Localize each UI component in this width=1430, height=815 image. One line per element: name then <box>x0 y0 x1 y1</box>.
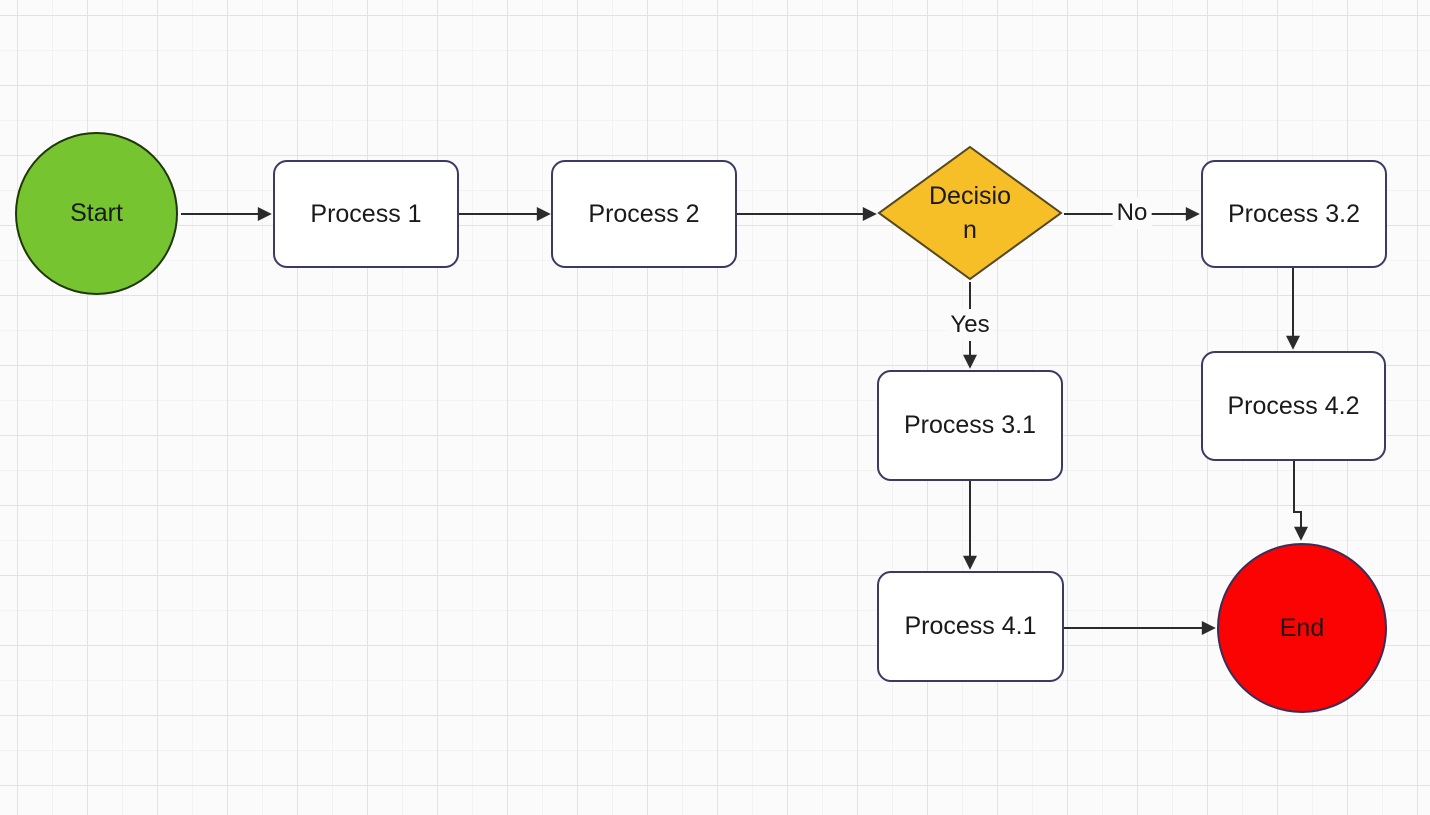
node-decision-label-line1: Decisio <box>929 182 1011 210</box>
node-end-label: End <box>1279 613 1325 642</box>
node-decision-label: Decisio n <box>877 145 1063 281</box>
node-decision[interactable]: Decisio n <box>877 145 1063 281</box>
connector-process42-end[interactable] <box>1293 461 1308 541</box>
node-process2-label: Process 2 <box>588 199 700 228</box>
node-process31-label: Process 3.1 <box>903 411 1036 440</box>
decision-diamond-shape <box>877 145 1063 281</box>
edge-label-no[interactable]: No <box>1112 197 1152 229</box>
node-process41-label: Process 4.1 <box>904 612 1037 641</box>
node-process2[interactable]: Process 2 <box>551 160 737 268</box>
node-process1[interactable]: Process 1 <box>273 160 459 268</box>
node-process32[interactable]: Process 3.2 <box>1201 160 1387 268</box>
node-start[interactable]: Start <box>15 132 178 295</box>
node-process42-label: Process 4.2 <box>1227 391 1360 420</box>
node-process41[interactable]: Process 4.1 <box>877 571 1064 682</box>
node-process1-label: Process 1 <box>310 199 422 228</box>
node-start-label: Start <box>70 199 123 228</box>
node-decision-label-line2: n <box>963 216 977 244</box>
edge-label-yes[interactable]: Yes <box>946 309 994 341</box>
node-process31[interactable]: Process 3.1 <box>877 370 1063 481</box>
node-end[interactable]: End <box>1217 543 1387 713</box>
node-process42[interactable]: Process 4.2 <box>1201 351 1386 461</box>
node-process32-label: Process 3.2 <box>1227 199 1360 228</box>
